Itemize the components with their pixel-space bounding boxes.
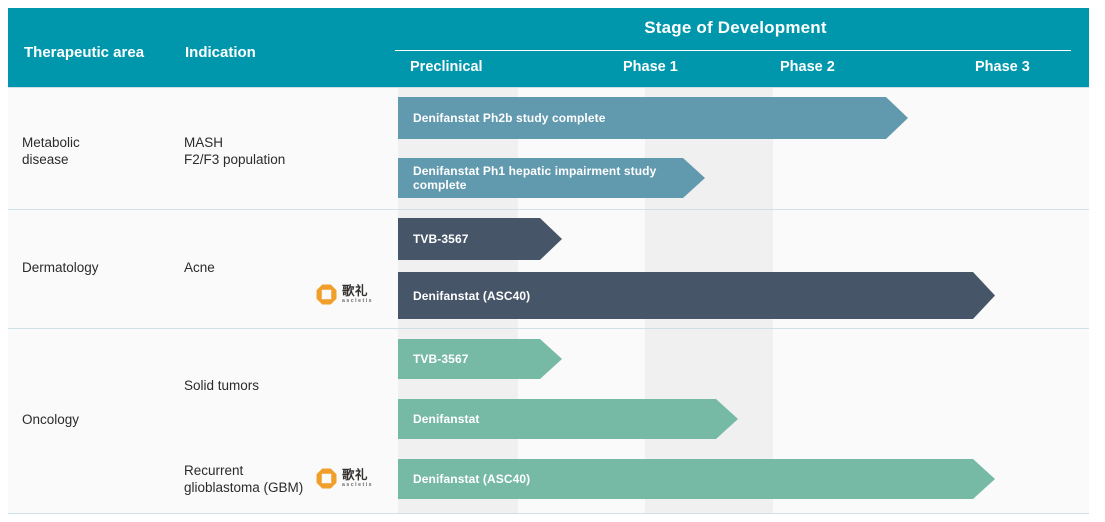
indication-mash: MASH F2/F3 population [184,135,286,167]
column-header-phase-1: Phase 1 [623,59,678,75]
column-header-phase-2: Phase 2 [780,59,835,75]
ascletis-logo-oncology: 歌礼 ascletis [316,468,373,489]
pipeline-bar-label: Denifanstat Ph2b study complete [413,111,606,125]
therapeutic-area-metabolic-disease: Metabolic disease [22,135,80,167]
therapeutic-area-oncology: Oncology [22,412,80,427]
indication-recurrent-glioblastoma: Recurrent glioblastoma (GBM) [184,463,304,495]
logo-chinese-text: 歌礼 [342,283,369,298]
header-divider [395,50,1071,51]
header-indication: Indication [185,44,256,61]
ascletis-logo-dermatology: 歌礼 ascletis [316,284,373,305]
logo-chinese-text: 歌礼 [342,467,369,482]
pipeline-bar-label: Denifanstat (ASC40) [413,288,531,303]
pipeline-bar-label: Denifanstat [413,412,480,426]
row-divider [8,328,1089,329]
column-header-phase-3: Phase 3 [975,59,1030,75]
pipeline-bar-label: Denifanstat (ASC40) [413,472,531,486]
pipeline-bar-label: TVB-3567 [413,232,469,246]
pipeline-bar-label: TVB-3567 [413,352,469,366]
pipeline-bar[interactable]: TVB-3567 [398,218,562,260]
table-header [8,8,1089,87]
row-divider [8,209,1089,210]
octagon-ring-icon [316,468,337,489]
indication-acne: Acne [184,260,215,275]
octagon-ring-icon [316,284,337,305]
pipeline-bar[interactable]: Denifanstat (ASC40) [398,459,995,499]
pipeline-bar-label: Denifanstat Ph1 hepatic impairment study… [413,164,657,192]
pipeline-bar[interactable]: Denifanstat Ph2b study complete [398,97,908,139]
therapeutic-area-dermatology: Dermatology [22,260,99,275]
pipeline-bar[interactable]: Denifanstat Ph1 hepatic impairment study… [398,158,705,198]
column-header-preclinical: Preclinical [410,59,483,75]
pipeline-bar[interactable]: TVB-3567 [398,339,562,379]
pipeline-bar[interactable]: Denifanstat [398,399,738,439]
row-divider [8,87,1089,88]
pipeline-bar[interactable]: Denifanstat (ASC40) [398,272,995,319]
header-therapeutic-area: Therapeutic area [24,44,145,61]
header-stage-of-development: Stage of Development [644,18,827,37]
row-divider [8,513,1089,514]
logo-latin-text: ascletis [342,298,374,305]
indication-solid-tumors: Solid tumors [184,378,260,393]
logo-latin-text: ascletis [342,482,374,489]
